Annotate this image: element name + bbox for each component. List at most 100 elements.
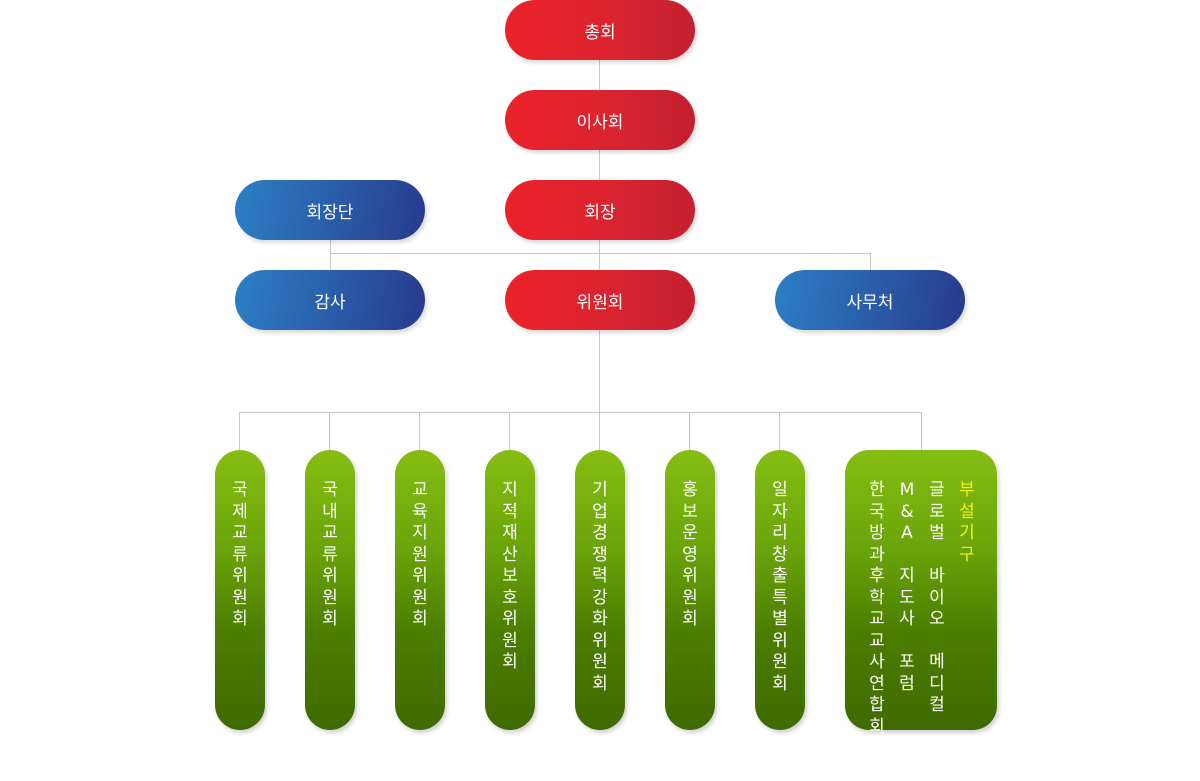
glyph: 위	[232, 566, 248, 588]
glyph: 홍	[682, 480, 698, 502]
glyph: 위	[412, 566, 428, 588]
glyph: 호	[502, 588, 518, 610]
glyph: 원	[322, 588, 338, 610]
glyph: 교	[869, 609, 885, 631]
committee-node: 위원회	[505, 270, 695, 330]
glyph: 원	[772, 652, 788, 674]
glyph: 력	[592, 566, 608, 588]
glyph: 국	[869, 502, 885, 524]
glyph: 회	[502, 652, 518, 674]
general-assembly-node: 총회	[505, 0, 695, 60]
glyph: 재	[502, 523, 518, 545]
glyph: 기	[592, 480, 608, 502]
glyph: 부	[959, 480, 975, 502]
glyph	[904, 631, 909, 653]
glyph: 도	[899, 588, 915, 610]
glyph: 강	[592, 588, 608, 610]
glyph: 포	[899, 652, 915, 674]
glyph: 회	[772, 674, 788, 696]
glyph: 이	[929, 588, 945, 610]
glyph: 사	[899, 609, 915, 631]
glyph: 벌	[929, 523, 945, 545]
glyph: 위	[322, 566, 338, 588]
node-label: 회장단	[307, 198, 354, 223]
secretariat-node: 사무처	[775, 270, 965, 330]
glyph: A	[901, 523, 913, 545]
glyph: 특	[772, 588, 788, 610]
glyph: 교	[412, 480, 428, 502]
glyph: 후	[869, 566, 885, 588]
connector-line	[239, 412, 922, 413]
glyph: 회	[682, 609, 698, 631]
glyph: 별	[772, 609, 788, 631]
audit-node: 감사	[235, 270, 425, 330]
glyph: 로	[929, 502, 945, 524]
glyph: 지	[502, 480, 518, 502]
glyph: 포	[929, 738, 945, 760]
glyph: 설	[959, 502, 975, 524]
glyph: 국	[322, 480, 338, 502]
node-label: 감사	[314, 288, 345, 313]
glyph	[934, 717, 939, 739]
glyph: 위	[682, 566, 698, 588]
glyph: 화	[592, 609, 608, 631]
glyph: 학	[869, 588, 885, 610]
glyph	[934, 631, 939, 653]
glyph: 회	[869, 717, 885, 739]
glyph: 보	[682, 502, 698, 524]
glyph: 컬	[929, 695, 945, 717]
glyph: 적	[502, 502, 518, 524]
glyph: 류	[322, 545, 338, 567]
connector-line	[330, 238, 331, 272]
glyph: 육	[412, 502, 428, 524]
glyph: 원	[682, 588, 698, 610]
glyph: 연	[869, 674, 885, 696]
connector-line	[329, 412, 330, 452]
glyph: 오	[929, 609, 945, 631]
node-label: 위원회	[577, 288, 624, 313]
glyph: 교	[232, 523, 248, 545]
glyph: 자	[772, 502, 788, 524]
connector-line	[599, 58, 600, 92]
glyph: 합	[869, 695, 885, 717]
connector-line	[419, 412, 420, 452]
node-label: 회장	[584, 198, 615, 223]
glyph: 위	[592, 631, 608, 653]
board-node: 이사회	[505, 90, 695, 150]
glyph: 교	[869, 631, 885, 653]
glyph: 국	[232, 480, 248, 502]
glyph: 지	[412, 523, 428, 545]
glyph: 위	[772, 631, 788, 653]
glyph: 원	[412, 545, 428, 567]
glyph: 기	[959, 523, 975, 545]
connector-line	[239, 412, 240, 452]
glyph: 회	[412, 609, 428, 631]
node-label: 총회	[584, 18, 615, 43]
glyph: 보	[502, 566, 518, 588]
glyph: 메	[929, 652, 945, 674]
connector-line	[509, 412, 510, 452]
glyph: 교	[322, 523, 338, 545]
glyph: 일	[772, 480, 788, 502]
glyph: 위	[502, 609, 518, 631]
glyph: 과	[869, 545, 885, 567]
glyph: 내	[322, 502, 338, 524]
glyph: 출	[772, 566, 788, 588]
glyph: 회	[232, 609, 248, 631]
connector-line	[599, 148, 600, 182]
glyph: 산	[502, 545, 518, 567]
